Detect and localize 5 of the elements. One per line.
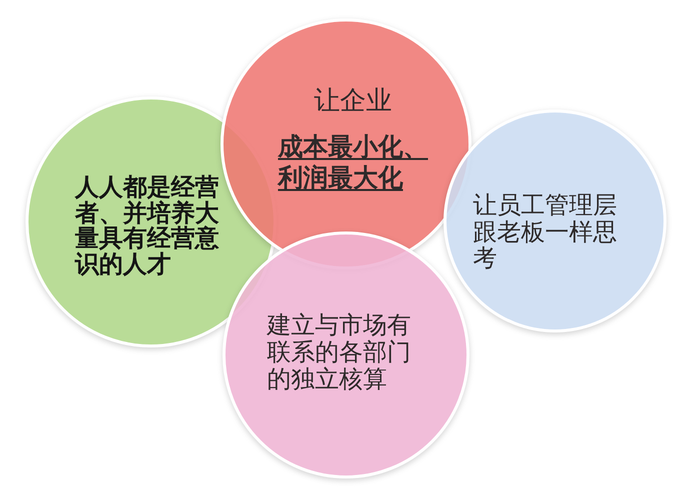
- emphasis-text: 成本最小化、利润最大化: [278, 131, 429, 193]
- circle-text: 建立与市场有联系的各部门的独立核算: [267, 312, 412, 393]
- circle-text: 人人都是经营者、并培养大量具有经营意识的人才: [75, 175, 220, 277]
- circle-text: 让员工管理层跟老板一样思考: [473, 192, 618, 272]
- circle-heading: 让企业: [314, 86, 392, 116]
